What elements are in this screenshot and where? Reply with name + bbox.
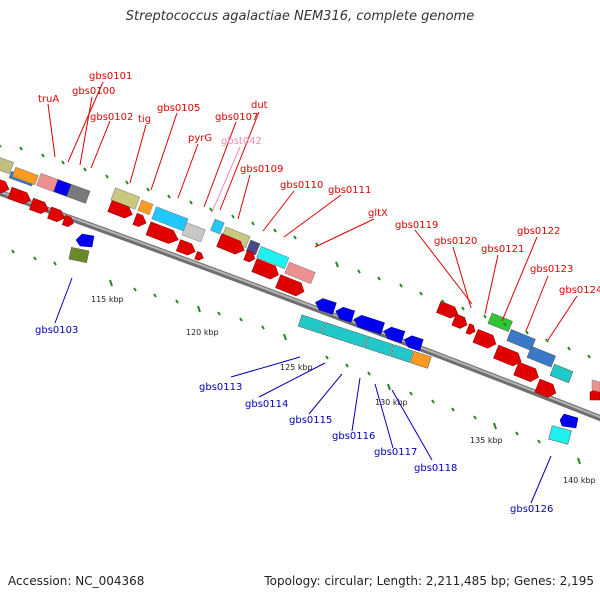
feature-block[interactable] <box>12 166 39 186</box>
gene-label[interactable]: gbs0116 <box>332 431 375 442</box>
gene-label[interactable]: gbs0113 <box>199 382 242 393</box>
feature-block[interactable] <box>210 218 225 235</box>
gene-label[interactable]: gbs0122 <box>517 226 560 237</box>
gene-label[interactable]: gbs0102 <box>90 112 133 123</box>
gene-label[interactable]: gbs0110 <box>280 180 323 191</box>
tick-label: 130 kbp <box>375 398 408 407</box>
tick-labels: 115 kbp 120 kbp 125 kbp 130 kbp 135 kbp … <box>91 295 596 485</box>
gene-label[interactable]: gbs0115 <box>289 415 332 426</box>
feature-block[interactable] <box>364 336 394 357</box>
gene-label[interactable]: gbs0123 <box>530 264 573 275</box>
cds-arrow[interactable] <box>194 251 205 261</box>
cds-arrow[interactable] <box>472 328 499 350</box>
tick-label: 135 kbp <box>470 436 503 445</box>
cds-arrow[interactable] <box>132 212 149 229</box>
feature-block[interactable] <box>66 183 91 204</box>
tick-label: 115 kbp <box>91 295 124 304</box>
cds-arrow[interactable] <box>451 313 469 330</box>
forward-feature-blocks <box>0 153 574 384</box>
tick-label: 120 kbp <box>186 328 219 337</box>
cds-arrow[interactable] <box>107 200 135 220</box>
cds-arrow[interactable] <box>243 250 257 263</box>
cds-arrow[interactable] <box>534 378 559 399</box>
genome-summary-text: Topology: circular; Length: 2,211,485 bp… <box>264 574 594 588</box>
feature-block[interactable] <box>410 350 432 369</box>
rna-leader-line <box>211 146 241 213</box>
cds-arrow[interactable] <box>591 379 600 393</box>
gene-label[interactable]: gbs0100 <box>72 86 115 97</box>
forward-gene-labels: truA gbs0101 gbs0100 gbs0102 tig gbs0105… <box>38 71 600 296</box>
gene-label[interactable]: gbs0103 <box>35 325 78 336</box>
feature-block[interactable] <box>0 153 14 175</box>
feature-block[interactable] <box>390 344 414 363</box>
tick-marks <box>0 144 591 465</box>
cds-arrow-reverse[interactable] <box>75 233 95 248</box>
gene-label[interactable]: gbs0109 <box>240 164 283 175</box>
feature-block[interactable] <box>487 312 513 332</box>
cds-arrow[interactable] <box>465 323 477 336</box>
cds-arrow[interactable] <box>7 186 33 206</box>
cds-arrow[interactable] <box>251 258 281 282</box>
cds-arrow-reverse[interactable] <box>352 313 385 335</box>
accession-text: Accession: NC_004368 <box>8 574 145 588</box>
feature-block[interactable] <box>181 222 206 243</box>
gene-label[interactable]: truA <box>38 94 59 105</box>
cds-arrow[interactable] <box>275 274 307 298</box>
cds-arrow[interactable] <box>493 344 523 368</box>
gene-label[interactable]: gbs0120 <box>434 236 477 247</box>
reverse-feature-blocks <box>68 233 579 445</box>
cds-arrow-reverse[interactable] <box>559 413 579 429</box>
tick-label: 140 kbp <box>563 476 596 485</box>
cds-arrow[interactable] <box>29 197 50 215</box>
cds-arrow-reverse[interactable] <box>402 334 424 352</box>
forward-cds-arrows <box>0 176 600 401</box>
feature-block[interactable] <box>506 329 536 351</box>
feature-block[interactable] <box>68 246 90 264</box>
gene-label[interactable]: gbs0111 <box>328 185 371 196</box>
reverse-leader-lines <box>54 277 552 504</box>
cds-arrow[interactable] <box>175 239 197 258</box>
gene-label[interactable]: gbs0117 <box>374 447 417 458</box>
gene-label[interactable]: dut <box>251 100 268 111</box>
feature-block[interactable] <box>284 261 316 285</box>
cds-arrow[interactable] <box>47 206 66 224</box>
cds-arrow[interactable] <box>513 361 541 384</box>
gene-label[interactable]: gbs0107 <box>215 112 258 123</box>
cds-arrow[interactable] <box>0 176 11 195</box>
cds-arrow[interactable] <box>145 221 181 247</box>
gene-label[interactable]: gbs0119 <box>395 220 438 231</box>
genome-backbone <box>0 189 600 422</box>
gene-label[interactable]: gbs0124 <box>559 285 600 296</box>
reverse-gene-labels: gbs0103 gbs0113 gbs0114 gbs0115 gbs0116 … <box>35 325 553 515</box>
cds-arrow[interactable] <box>436 301 460 320</box>
feature-block[interactable] <box>137 199 154 215</box>
feature-block[interactable] <box>297 314 326 334</box>
gene-label[interactable]: tig <box>138 114 151 125</box>
cds-arrow[interactable] <box>216 233 247 257</box>
gene-label[interactable]: pyrG <box>188 133 212 144</box>
gene-label[interactable]: gltX <box>368 208 388 219</box>
feature-block[interactable] <box>256 246 290 270</box>
cds-arrow-reverse[interactable] <box>382 325 406 344</box>
cds-arrow-reverse[interactable] <box>334 305 356 323</box>
gene-label[interactable]: gbs0101 <box>89 71 132 82</box>
feature-block[interactable] <box>526 345 556 368</box>
gene-label[interactable]: gbs0126 <box>510 504 553 515</box>
gene-label[interactable]: gbs0105 <box>157 103 200 114</box>
feature-block[interactable] <box>549 363 574 384</box>
gene-label[interactable]: gbs0118 <box>414 463 457 474</box>
forward-leader-lines <box>47 81 578 341</box>
cds-arrow-reverse[interactable] <box>314 297 337 315</box>
feature-block[interactable] <box>321 322 368 348</box>
gene-label[interactable]: gbs0121 <box>481 244 524 255</box>
map-title: Streptococcus agalactiae NEM316, complet… <box>125 9 475 24</box>
tick-label: 125 kbp <box>280 363 313 372</box>
cds-arrow[interactable] <box>61 214 75 228</box>
feature-block[interactable] <box>548 425 572 445</box>
gene-label[interactable]: gbs0114 <box>245 399 288 410</box>
gene-label-rna[interactable]: gbst042 <box>221 136 262 147</box>
